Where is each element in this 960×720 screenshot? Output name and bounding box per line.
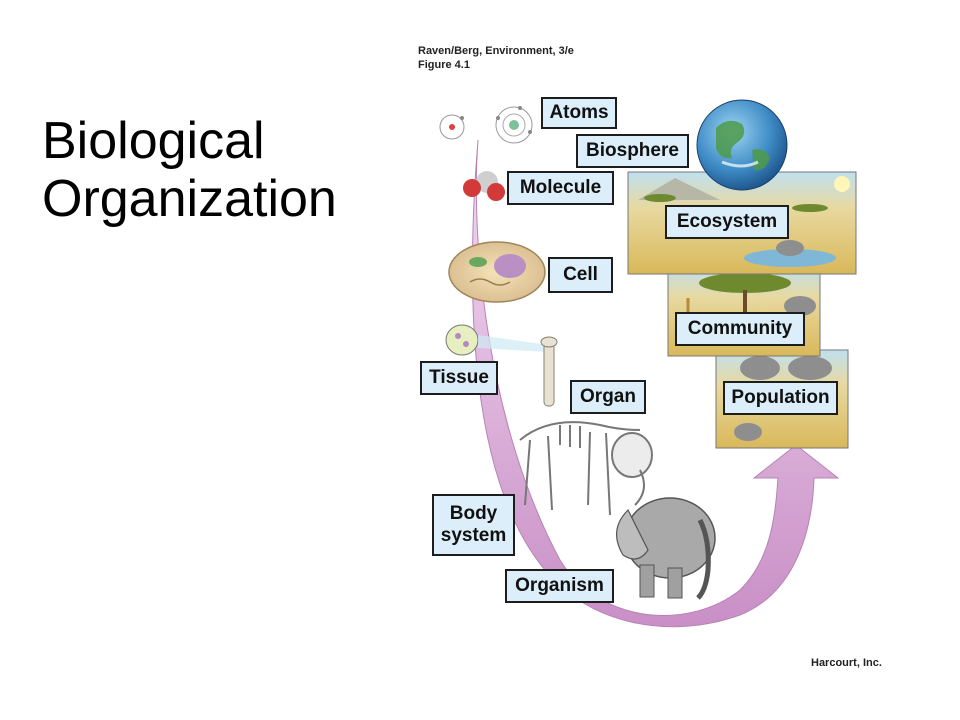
title-line-1: Biological [42, 112, 265, 170]
label-community: Community [675, 312, 805, 346]
atom-illustrations [439, 106, 533, 144]
slide-title: Biological Organization [42, 112, 337, 228]
label-biosphere: Biosphere [576, 134, 689, 168]
figure-credit: Raven/Berg, Environment, 3/e Figure 4.1 [418, 44, 574, 72]
community-panel [667, 265, 821, 357]
bone-illustration [540, 336, 558, 407]
label-population: Population [723, 381, 838, 415]
label-atoms: Atoms [541, 97, 617, 129]
label-cell: Cell [548, 257, 613, 293]
title-line-2: Organization [42, 170, 337, 228]
earth-illustration [696, 99, 788, 191]
tissue-illustration [445, 324, 548, 356]
label-molecule: Molecule [507, 171, 614, 205]
label-body-system-line-2: system [440, 525, 507, 546]
skeleton-illustration [519, 421, 653, 516]
label-tissue: Tissue [420, 361, 498, 395]
publisher-credit: Harcourt, Inc. [811, 657, 882, 669]
credit-line-1: Raven/Berg, Environment, 3/e [418, 45, 574, 57]
label-body-system-line-1: Body [449, 503, 498, 524]
elephant-illustration [616, 497, 716, 600]
label-organ: Organ [570, 380, 646, 414]
credit-line-2: Figure 4.1 [418, 59, 470, 71]
label-organism: Organism [505, 569, 614, 603]
cell-illustration [448, 241, 546, 303]
label-body-system: Body system [432, 494, 515, 556]
label-ecosystem: Ecosystem [665, 205, 789, 239]
molecule-illustration [463, 171, 505, 201]
